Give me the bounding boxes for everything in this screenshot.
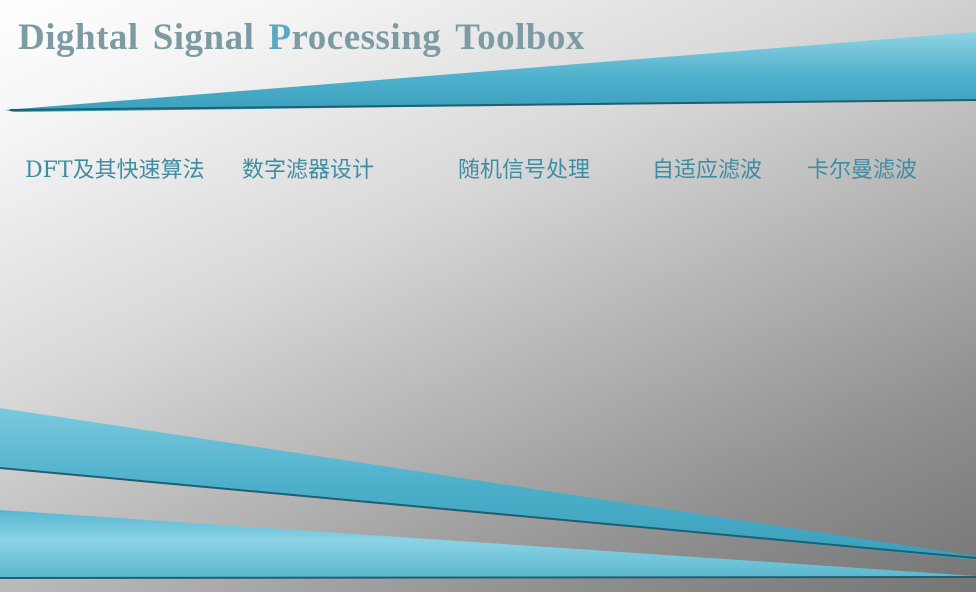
title-word-3-rest: rocessing — [291, 17, 442, 58]
title-word-2: Signal — [152, 17, 255, 58]
bottom-ribbon-lower — [0, 510, 976, 578]
menu-item-digital-filter-design[interactable]: 数字滤器设计 — [242, 158, 375, 183]
title-word-4: Toolbox — [455, 17, 585, 58]
title-word-3: Processing — [268, 17, 441, 58]
app-title: Dightal Signal Processing Toolbox — [18, 16, 585, 59]
title-word-3-initial: P — [268, 17, 292, 58]
menu-item-random-signal-processing[interactable]: 随机信号处理 — [458, 158, 591, 183]
menu-item-kalman-filtering[interactable]: 卡尔曼滤波 — [807, 158, 918, 183]
menu-item-adaptive-filtering[interactable]: 自适应滤波 — [652, 158, 763, 183]
bottom-ribbon-upper — [0, 408, 976, 560]
top-ribbon — [5, 32, 976, 112]
menu-item-dft-fast-algorithm[interactable]: DFT及其快速算法 — [25, 158, 205, 183]
title-word-1: Dightal — [18, 17, 139, 58]
